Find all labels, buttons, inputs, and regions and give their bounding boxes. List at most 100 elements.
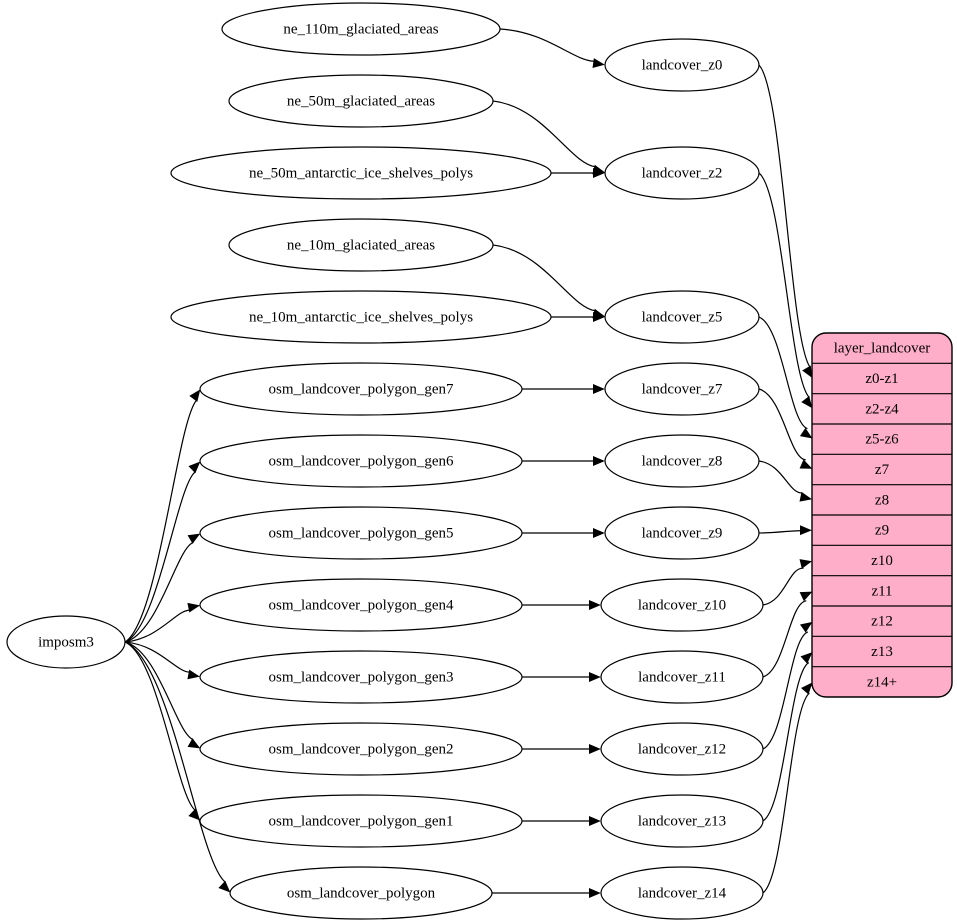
edge-arrowhead	[593, 528, 605, 538]
node-osm_landcover_polygon[interactable]: osm_landcover_polygon	[229, 866, 493, 920]
edge-arrowhead	[799, 491, 813, 502]
node-label: ne_50m_glaciated_areas	[287, 93, 435, 109]
edge-imposm3-to-osm_landcover_polygon_gen6	[124, 461, 201, 643]
node-label: landcover_z0	[642, 57, 723, 73]
edges-layer	[124, 28, 813, 898]
record-row-row-z5-z6[interactable]: z5-z6	[865, 432, 899, 448]
edge-line	[758, 460, 803, 494]
record-row-row-z14plus[interactable]: z14+	[867, 674, 897, 690]
node-osm_landcover_polygon_gen4[interactable]: osm_landcover_polygon_gen4	[199, 578, 523, 632]
node-label: osm_landcover_polygon_gen6	[269, 453, 454, 469]
edge-arrowhead	[589, 888, 601, 898]
edge-arrowhead	[589, 744, 601, 754]
node-osm_landcover_polygon_gen6[interactable]: osm_landcover_polygon_gen6	[199, 434, 523, 488]
edge-landcover_z0-to-row-z0-z1	[758, 64, 813, 379]
node-landcover_z14[interactable]: landcover_z14	[600, 866, 764, 920]
node-imposm3[interactable]: imposm3	[6, 615, 126, 669]
record-row-row-z2-z4[interactable]: z2-z4	[865, 401, 899, 417]
record-row-row-z0-z1[interactable]: z0-z1	[865, 371, 898, 387]
edge-imposm3-to-osm_landcover_polygon_gen7	[124, 389, 201, 643]
node-landcover_z13[interactable]: landcover_z13	[600, 794, 764, 848]
node-shape-ellipse	[199, 434, 523, 488]
node-osm_landcover_polygon_gen5[interactable]: osm_landcover_polygon_gen5	[199, 506, 523, 560]
node-landcover_z8[interactable]: landcover_z8	[604, 434, 760, 488]
node-ne_50m_antarctic_ice_shelves_polys[interactable]: ne_50m_antarctic_ice_shelves_polys	[170, 146, 552, 200]
edge-landcover_z8-to-row-z8	[758, 460, 813, 502]
node-ne_10m_antarctic_ice_shelves_polys[interactable]: ne_10m_antarctic_ice_shelves_polys	[170, 290, 552, 344]
node-shape-ellipse	[600, 866, 764, 920]
node-label: landcover_z7	[642, 381, 723, 397]
node-shape-ellipse	[604, 290, 760, 344]
node-landcover_z10[interactable]: landcover_z10	[600, 578, 764, 632]
edge-landcover_z12-to-row-z12	[762, 621, 813, 750]
edge-osm_landcover_polygon_gen6-to-landcover_z8	[522, 456, 605, 466]
node-osm_landcover_polygon_gen1[interactable]: osm_landcover_polygon_gen1	[199, 794, 523, 848]
node-ne_50m_glaciated_areas[interactable]: ne_50m_glaciated_areas	[228, 74, 494, 128]
record-row-row-z8[interactable]: z8	[875, 492, 889, 508]
node-shape-ellipse	[170, 146, 552, 200]
edge-landcover_z9-to-row-z9	[758, 525, 812, 536]
edge-arrowhead	[188, 461, 201, 474]
edge-line	[124, 641, 194, 741]
node-shape-ellipse	[604, 146, 760, 200]
node-shape-ellipse	[221, 2, 501, 56]
record-row-row-z11[interactable]: z11	[871, 583, 892, 599]
node-label: ne_50m_antarctic_ice_shelves_polys	[249, 165, 473, 181]
edge-arrowhead	[799, 559, 813, 569]
node-label: ne_10m_antarctic_ice_shelves_polys	[249, 309, 473, 325]
node-label: landcover_z2	[642, 165, 723, 181]
edge-arrowhead	[589, 672, 601, 682]
node-landcover_z11[interactable]: landcover_z11	[600, 650, 764, 704]
node-landcover_z12[interactable]: landcover_z12	[600, 722, 764, 776]
edge-line	[762, 692, 810, 894]
node-shape-ellipse	[6, 615, 126, 669]
node-shape-ellipse	[604, 362, 760, 416]
edge-arrowhead	[187, 738, 201, 749]
node-label: landcover_z14	[638, 885, 727, 901]
record-row-row-z7[interactable]: z7	[875, 462, 890, 478]
edge-line	[758, 388, 806, 461]
edge-arrowhead	[187, 533, 201, 544]
edge-landcover_z5-to-row-z5-z6	[758, 316, 813, 439]
edge-arrowhead	[800, 652, 813, 664]
node-shape-ellipse	[604, 38, 760, 92]
node-shape-ellipse	[600, 650, 764, 704]
edge-line	[492, 244, 596, 312]
node-label: ne_110m_glaciated_areas	[283, 21, 438, 37]
node-label: osm_landcover_polygon	[287, 885, 436, 901]
node-landcover_z5[interactable]: landcover_z5	[604, 290, 760, 344]
node-label: osm_landcover_polygon_gen3	[269, 669, 454, 685]
node-label: osm_landcover_polygon_gen5	[269, 525, 454, 541]
edge-arrowhead	[589, 600, 601, 610]
edge-line	[124, 609, 190, 643]
record-node-layer_landcover[interactable]: layer_landcoverz0-z1z2-z4z5-z6z7z8z9z10z…	[811, 332, 953, 698]
record-row-row-z9[interactable]: z9	[875, 523, 889, 539]
node-landcover_z9[interactable]: landcover_z9	[604, 506, 760, 560]
node-osm_landcover_polygon_gen7[interactable]: osm_landcover_polygon_gen7	[199, 362, 523, 416]
node-ne_110m_glaciated_areas[interactable]: ne_110m_glaciated_areas	[221, 2, 501, 56]
edge-imposm3-to-osm_landcover_polygon_gen3	[124, 641, 200, 680]
edge-line	[124, 399, 198, 643]
record-row-row-z10[interactable]: z10	[871, 553, 893, 569]
node-osm_landcover_polygon_gen3[interactable]: osm_landcover_polygon_gen3	[199, 650, 523, 704]
edge-ne_10m_antarctic_ice_shelves_polys-to-landcover_z5	[551, 312, 605, 322]
record-row-row-z13[interactable]: z13	[871, 644, 893, 660]
edge-imposm3-to-osm_landcover_polygon_gen4	[124, 602, 200, 643]
node-ne_10m_glaciated_areas[interactable]: ne_10m_glaciated_areas	[228, 218, 494, 272]
node-landcover_z7[interactable]: landcover_z7	[604, 362, 760, 416]
edge-line	[758, 316, 808, 430]
edge-line	[492, 100, 596, 168]
node-landcover_z0[interactable]: landcover_z0	[604, 38, 760, 92]
node-shape-ellipse	[199, 650, 523, 704]
edge-landcover_z10-to-row-z10	[762, 559, 813, 606]
edge-landcover_z2-to-row-z2-z4	[758, 172, 813, 409]
edge-osm_landcover_polygon_gen2-to-landcover_z12	[521, 744, 601, 754]
node-osm_landcover_polygon_gen2[interactable]: osm_landcover_polygon_gen2	[199, 722, 523, 776]
edge-arrowhead	[589, 816, 601, 826]
record-row-row-z12[interactable]: z12	[871, 614, 893, 630]
node-landcover_z2[interactable]: landcover_z2	[604, 146, 760, 200]
edge-arrowhead	[189, 389, 201, 402]
edge-osm_landcover_polygon_gen1-to-landcover_z13	[522, 816, 601, 826]
